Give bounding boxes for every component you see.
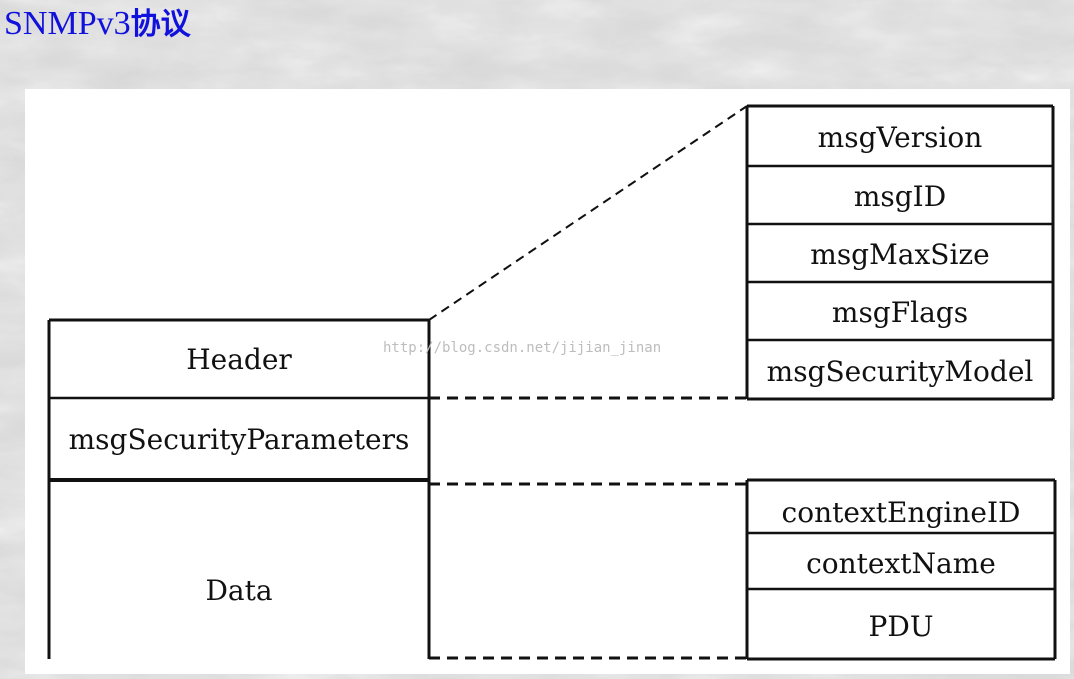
snmpv3-message-diagram xyxy=(47,104,1057,661)
header-field-label: msgSecurityModel xyxy=(766,355,1034,388)
header-label: Header xyxy=(186,343,292,376)
data-field-label: contextName xyxy=(806,547,996,580)
data-field-label: contextEngineID xyxy=(781,496,1021,529)
data-label: Data xyxy=(205,574,273,607)
header-field-label: msgVersion xyxy=(817,121,983,154)
data-field-label: PDU xyxy=(868,610,934,643)
header-field-label: msgFlags xyxy=(831,296,969,329)
diagram-panel: http://blog.csdn.net/jijian_jinan Header… xyxy=(25,89,1070,674)
slide-title-chinese: 协议 xyxy=(130,7,191,42)
slide-title-latin: SNMPv3 xyxy=(4,5,131,42)
slide-title: SNMPv3协议 xyxy=(4,0,191,48)
header-expansion-connector-top xyxy=(428,105,748,321)
watermark: http://blog.csdn.net/jijian_jinan xyxy=(383,340,662,356)
msg-security-parameters-label: msgSecurityParameters xyxy=(68,423,410,456)
header-field-label: msgMaxSize xyxy=(810,238,990,271)
header-field-label: msgID xyxy=(853,180,947,213)
